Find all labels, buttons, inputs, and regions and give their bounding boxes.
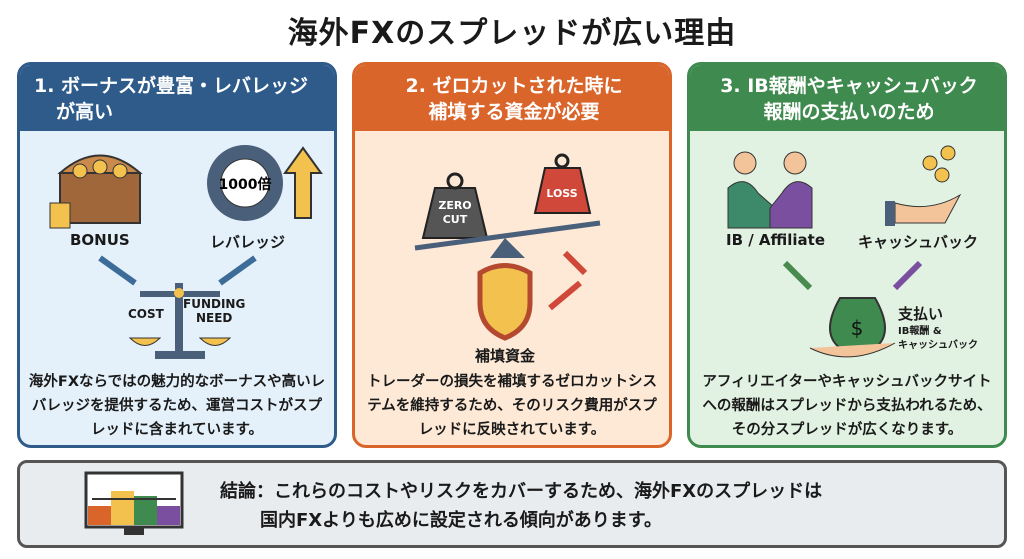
header-line: が高い [56, 101, 114, 123]
payment-label: 支払い [898, 305, 944, 323]
panel-header: 3. IB報酬やキャッシュバック報酬の支払いのため [690, 65, 1004, 131]
panel-description: 海外FXならではの魅力的なボーナスや高いレバレッジを提供するため、運営コストがス… [28, 374, 326, 438]
panel-description: トレーダーの損失を補填するゼロカットシステムを維持するため、そのリスク費用がスプ… [367, 374, 657, 438]
svg-text:$: $ [851, 316, 864, 340]
cashback-label: キャッシュバック [858, 233, 979, 251]
loss-weight-icon: LOSS [533, 153, 592, 214]
handshake-icon [727, 151, 813, 229]
panel-header: 1. ボーナスが豊富・レバレッジが高い [20, 65, 334, 131]
panel-ib-cashback: 3. IB報酬やキャッシュバック報酬の支払いのため $ IB / Affilia… [687, 62, 1007, 448]
header-line: 報酬の支払いのため [763, 101, 935, 123]
cut-label: CUT [443, 213, 468, 226]
up-arrow-icon [283, 146, 323, 219]
conclusion-text: 結論：これらのコストやリスクをカバーするため、海外FXのスプレッドは国内FXより… [220, 477, 822, 535]
payment-sub-line: キャッシュバック [898, 340, 978, 351]
panel-description: アフィリエイターやキャッシュバックサイトへの報酬はスプレッドから支払われるため、… [702, 374, 992, 438]
payment-sub-line: IB報酬 & [898, 326, 942, 337]
ib-cashback-illustration: $ [727, 145, 962, 358]
panel-header: 2. ゼロカットされた時に補填する資金が必要 [355, 65, 669, 131]
header-line: 3. IB報酬やキャッシュバック [720, 75, 978, 97]
header-line: 1. ボーナスが豊富・レバレッジ [34, 75, 309, 97]
ib-affiliate-label: IB / Affiliate [726, 231, 826, 249]
conclusion-line: 国内FXよりも広めに設定される傾向があります。 [260, 510, 663, 531]
header-line: 補填する資金が必要 [428, 101, 600, 123]
bonus-leverage-illustration: 1000倍 [49, 145, 323, 359]
money-bag-icon: $ [809, 297, 896, 358]
loss-label: LOSS [546, 187, 577, 200]
treasure-chest-icon [49, 154, 143, 229]
arrow-icon [98, 255, 137, 286]
gear-icon: 1000倍 [207, 145, 283, 221]
panel-bonus-leverage: 1. ボーナスが豊富・レバレッジが高い 1000倍 BONUS レバレッジ CO… [17, 62, 337, 448]
header-line: 2. ゼロカットされた時に [405, 75, 623, 97]
scale-icon [128, 283, 232, 359]
spread-monitor-icon [84, 471, 184, 535]
conclusion-banner: 結論：これらのコストやリスクをカバーするため、海外FXのスプレッドは国内FXより… [17, 460, 1007, 548]
conclusion-line: 結論：これらのコストやリスクをカバーするため、海外FXのスプレッドは [220, 481, 823, 502]
arrow-icon [782, 260, 813, 291]
leverage-label: レバレッジ [210, 233, 286, 251]
payment-sublabel: IB報酬 & キャッシュバック [898, 325, 978, 353]
seesaw-icon [414, 220, 601, 251]
funding-label: FUNDING [183, 297, 246, 311]
arrow-icon [218, 255, 257, 286]
gear-label: 1000倍 [219, 176, 272, 193]
cost-label: COST [128, 307, 164, 321]
fund-label: 補填資金 [475, 347, 536, 365]
zero-label: ZERO [438, 199, 471, 212]
shield-money-icon [477, 263, 533, 341]
need-label: NEED [195, 311, 233, 325]
bonus-label: BONUS [70, 231, 130, 249]
page-title: 海外FXのスプレッドが広い理由 [287, 16, 737, 51]
arrow-icon [892, 260, 923, 291]
cashback-hand-icon [885, 145, 962, 226]
arrow-icon [548, 250, 588, 311]
